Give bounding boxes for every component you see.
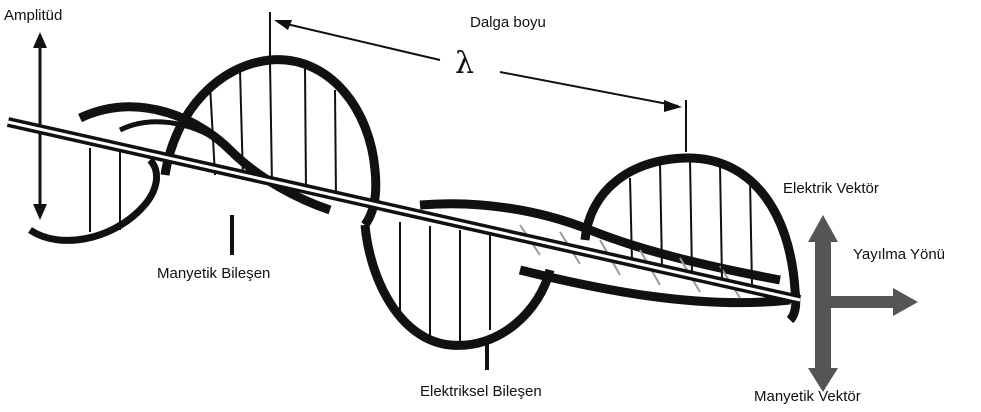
magnetic-vector-label: Manyetik Vektör xyxy=(754,388,861,405)
propagation-axis xyxy=(8,122,800,300)
magnetic-component-label: Manyetik Bileşen xyxy=(157,265,270,282)
electric-component-label: Elektriksel Bileşen xyxy=(420,383,542,400)
propagation-direction-label: Yayılma Yönü xyxy=(853,246,945,263)
wavelength-label: Dalga boyu xyxy=(470,14,546,31)
vector-cross xyxy=(808,215,918,392)
amplitude-label: Amplitüd xyxy=(4,7,62,24)
electric-vector-label: Elektrik Vektör xyxy=(783,180,879,197)
lambda-symbol: λ xyxy=(455,46,474,81)
